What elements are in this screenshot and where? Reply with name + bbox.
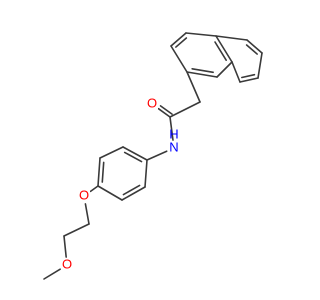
bond-a1-a2: [170, 45, 188, 73]
bond-a12-a14: [169, 116, 174, 141]
atom-label-background: [78, 189, 90, 203]
bond-a19-a20-inner: [122, 184, 141, 196]
atom-label-layer: O NH O O: [61, 95, 180, 272]
bond-a2-a3-inner: [175, 37, 188, 48]
structure-drawing: O NH O O: [43, 32, 263, 280]
bond-a18-a21: [89, 185, 99, 193]
bond-a24-a25: [43, 268, 61, 280]
bond-a11-a12: [169, 101, 201, 118]
bond-a18-a19: [97, 185, 123, 201]
atom-label-background: [61, 258, 73, 272]
bond-a15-a16-inner: [123, 151, 143, 163]
bond-a23-a24: [63, 235, 67, 258]
bond-a7-a8: [246, 39, 263, 54]
bond-a17-a18-inner: [101, 161, 105, 183]
atom-label-o: O: [147, 95, 157, 110]
bond-a6-a1: [186, 71, 218, 78]
bond-a15-a16: [122, 146, 148, 161]
bond-a4-a5-inner: [214, 41, 227, 61]
bond-a9-a10-inner: [241, 73, 256, 79]
bond-a7-a8-inner: [245, 44, 258, 55]
atom-label-background: [168, 141, 180, 155]
atom-label-o: O: [62, 256, 72, 271]
bond-a5-a6: [216, 61, 233, 78]
bond-a12-a13-second: [159, 105, 173, 115]
bond-a2-a3: [170, 32, 187, 47]
bond-a22-a23: [63, 223, 90, 237]
atom-label-o: O: [79, 187, 89, 202]
bond-a20-a15: [144, 159, 148, 188]
bond-a9-a10: [239, 77, 259, 83]
bond-a4-a7: [215, 35, 248, 41]
bond-a12-a13: [157, 107, 171, 118]
bond-a14-a15: [146, 150, 168, 161]
bond-layer: [43, 32, 263, 280]
bond-a8-a9: [257, 52, 263, 79]
bond-a4-a5: [215, 35, 233, 63]
bond-a10-a5: [231, 61, 241, 83]
bond-a19-a20: [121, 186, 146, 201]
atom-label-n: N: [169, 139, 178, 154]
atom-hydrogen-label: H: [169, 126, 178, 141]
bond-a3-a4: [185, 32, 217, 37]
bond-a17-a18: [97, 157, 101, 187]
bond-a21-a22: [84, 203, 90, 225]
bond-a1-a11: [186, 71, 201, 103]
bond-a16-a17: [99, 146, 124, 159]
bond-a6-a1-inner: [191, 68, 214, 74]
atom-label-background: [146, 97, 158, 111]
